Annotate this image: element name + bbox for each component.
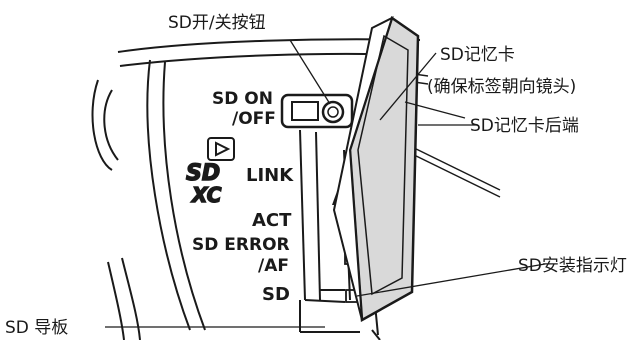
sd-on-off-switch xyxy=(280,93,354,129)
callout-sd-card: SD记忆卡 xyxy=(440,45,515,65)
sdxc-logo-icon: SD XC xyxy=(185,160,222,208)
callout-card-orientation-note: (确保标签朝向镜头) xyxy=(427,77,576,97)
panel-label-off: /OFF xyxy=(232,109,276,129)
panel-label-af: /AF xyxy=(258,256,289,276)
svg-text:SD: SD xyxy=(186,161,220,186)
panel-label-link: LINK xyxy=(246,165,294,186)
callout-sd-guide: SD 导板 xyxy=(5,318,68,338)
sd-memory-card xyxy=(332,16,420,323)
svg-text:XC: XC xyxy=(190,183,222,207)
callout-sd-indicator: SD安装指示灯 xyxy=(518,256,627,276)
callout-sd-switch: SD开/关按钮 xyxy=(168,13,266,33)
panel-label-sd: SD xyxy=(262,284,290,305)
panel-label-sd-error: SD ERROR xyxy=(192,235,290,255)
play-button-icon xyxy=(207,137,235,161)
callout-sd-card-rear: SD记忆卡后端 xyxy=(470,116,579,136)
panel-label-act: ACT xyxy=(252,210,292,231)
panel-label-sd-on: SD ON xyxy=(212,89,273,109)
leader-lines xyxy=(105,39,546,328)
